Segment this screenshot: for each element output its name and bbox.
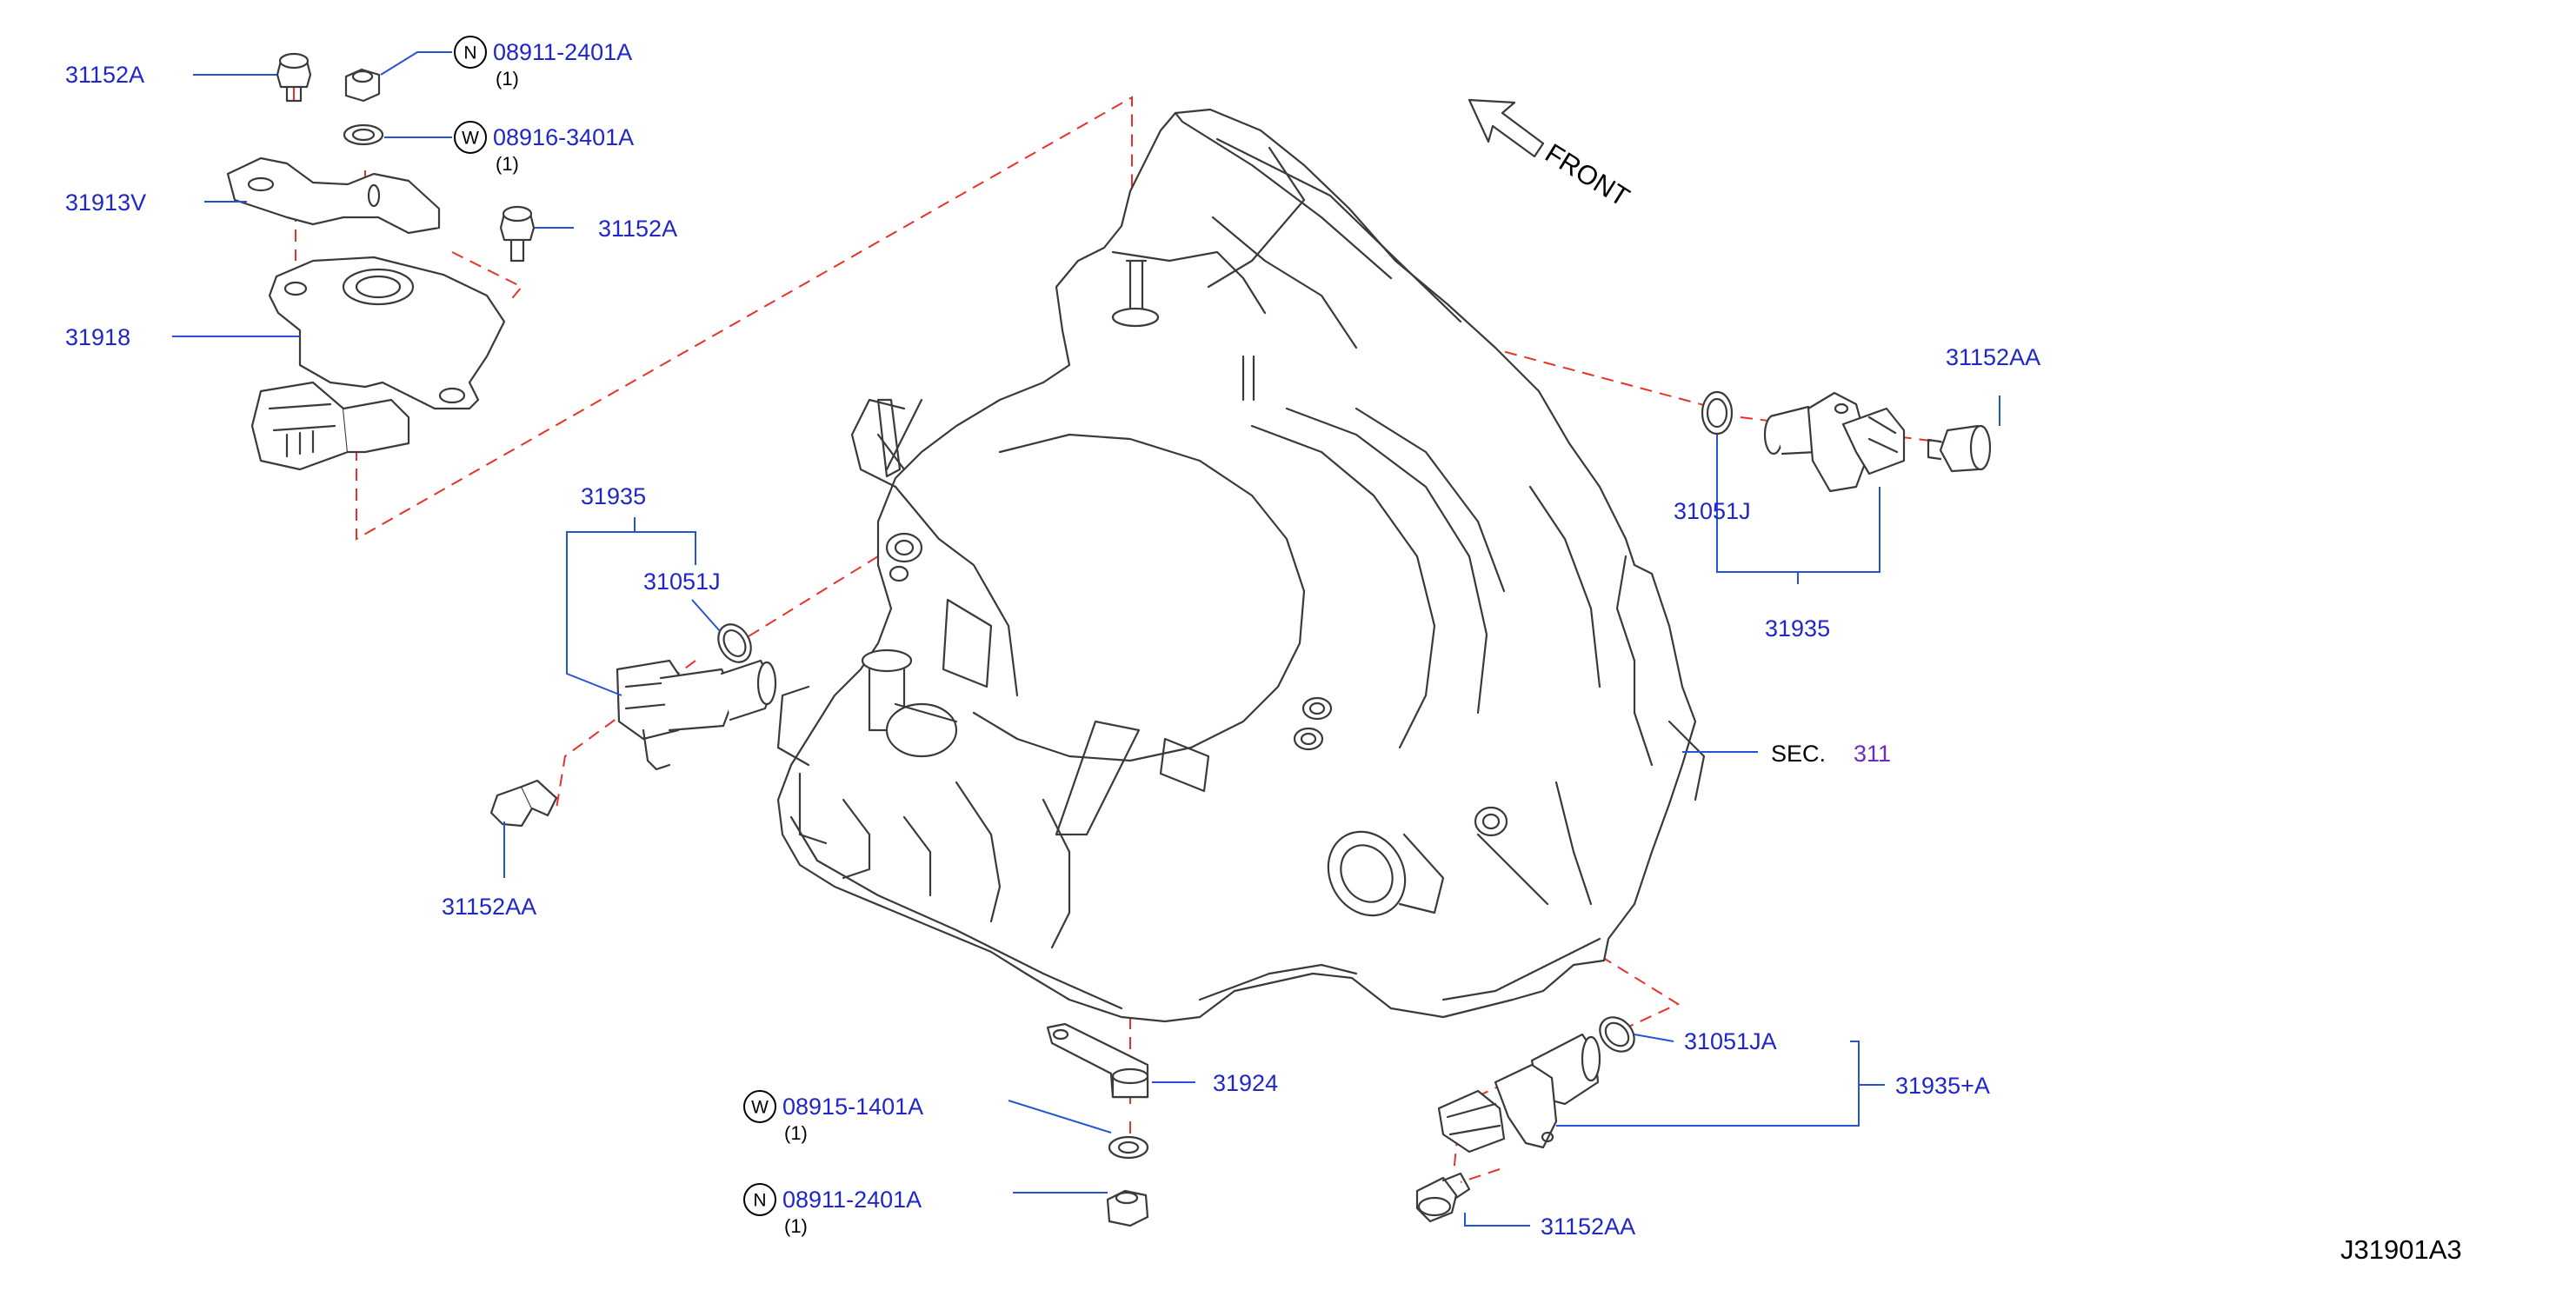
callout-part-number: 08911-2401A xyxy=(782,1187,922,1213)
right-oring-part xyxy=(1701,390,1734,436)
callout-qty: (1) xyxy=(784,1215,808,1237)
front-label: FRONT xyxy=(1540,137,1634,212)
bottom-bolt-part xyxy=(1415,1172,1471,1223)
callout-lower-nut: N 08911-2401A (1) xyxy=(743,1183,922,1237)
inhibitor-switch-part xyxy=(250,256,506,471)
callout-bottom-oring: 31051JA xyxy=(1684,1028,1777,1054)
callout-lower-washer: W 08915-1401A (1) xyxy=(743,1090,923,1144)
leader-lines xyxy=(172,51,2000,1227)
callout-lever: 31924 xyxy=(1213,1070,1278,1096)
callout-qty: (1) xyxy=(784,1122,808,1144)
callout-bottom-sensor: 31935+A xyxy=(1895,1073,1990,1099)
lever-part xyxy=(1046,1022,1149,1099)
callout-part-number: 31935 xyxy=(581,483,646,509)
section-link[interactable]: 311 xyxy=(1854,741,1891,767)
callout-part-number: 31152AA xyxy=(1541,1214,1635,1240)
callout-part-number: 31152A xyxy=(65,62,144,88)
callout-inhibitor-switch: 31918 xyxy=(65,324,130,350)
n-badge-icon xyxy=(743,1183,776,1216)
callout-part-number: 31913V xyxy=(65,190,146,216)
callout-part-number: 31935 xyxy=(1765,615,1830,642)
callout-bracket: 31913V xyxy=(65,190,146,216)
top-washer-part xyxy=(343,123,384,146)
callout-part-number: 31051J xyxy=(1674,498,1751,524)
callout-part-number: 31924 xyxy=(1213,1070,1278,1096)
svg-text:N: N xyxy=(753,1191,766,1211)
callout-top-nut: N 08911-2401A (1) xyxy=(454,36,632,90)
lower-washer-part xyxy=(1108,1135,1149,1160)
bottom-oring-part xyxy=(1599,1016,1635,1053)
callout-switch-bolt: 31152A xyxy=(598,216,677,242)
bracket-part xyxy=(226,156,441,235)
n-badge-icon xyxy=(454,36,487,69)
w-badge-icon xyxy=(454,121,487,154)
front-direction-indicator: FRONT xyxy=(1468,98,1634,213)
callout-top-bolt: 31152A xyxy=(65,62,144,88)
callout-left-oring: 31051J xyxy=(643,569,721,595)
left-bolt-part xyxy=(489,779,558,828)
callout-part-number: 08911-2401A xyxy=(493,39,632,65)
switch-bolt-part xyxy=(499,205,536,263)
w-badge-icon xyxy=(743,1090,776,1123)
callout-section-ref: SEC. 311 xyxy=(1771,741,1891,767)
svg-text:W: W xyxy=(751,1098,769,1118)
callout-bottom-bolt: 31152AA xyxy=(1541,1214,1635,1240)
callout-right-bolt: 31152AA xyxy=(1946,344,2040,370)
callout-top-washer: W 08916-3401A (1) xyxy=(454,121,634,175)
callout-left-sensor: 31935 xyxy=(581,483,646,509)
bottom-sensor-part xyxy=(1437,1033,1601,1154)
callout-part-number: 31918 xyxy=(65,324,130,350)
callout-part-number: 31051JA xyxy=(1684,1028,1777,1054)
callout-part-number: 31152AA xyxy=(442,894,536,920)
callout-part-number: 31152AA xyxy=(1946,344,2040,370)
callout-part-number: 31935+A xyxy=(1895,1073,1990,1099)
transaxle-housing xyxy=(776,108,1706,1023)
callout-qty: (1) xyxy=(496,68,519,90)
lower-nut-part xyxy=(1106,1189,1149,1227)
callout-right-oring: 31051J xyxy=(1674,498,1751,524)
svg-text:W: W xyxy=(462,129,479,149)
section-prefix: SEC. xyxy=(1771,741,1826,767)
callout-part-number: 08915-1401A xyxy=(782,1094,923,1120)
top-bolt-part xyxy=(276,52,312,103)
top-nut-part xyxy=(344,68,381,103)
callout-part-number: 31152A xyxy=(598,216,677,242)
callout-right-sensor: 31935 xyxy=(1765,615,1830,642)
front-arrow-icon xyxy=(1468,98,1545,158)
left-oring-part xyxy=(717,623,752,663)
callout-part-number: 31051J xyxy=(643,569,721,595)
diagram-code: J31901A3 xyxy=(2340,1234,2462,1265)
right-bolt-part xyxy=(1927,424,1992,473)
svg-text:N: N xyxy=(463,43,476,63)
callout-left-bolt: 31152AA xyxy=(442,894,536,920)
callout-part-number: 08916-3401A xyxy=(493,124,634,150)
callout-qty: (1) xyxy=(496,153,519,175)
right-sensor-part xyxy=(1763,391,1906,493)
left-sensor-part xyxy=(616,659,777,771)
